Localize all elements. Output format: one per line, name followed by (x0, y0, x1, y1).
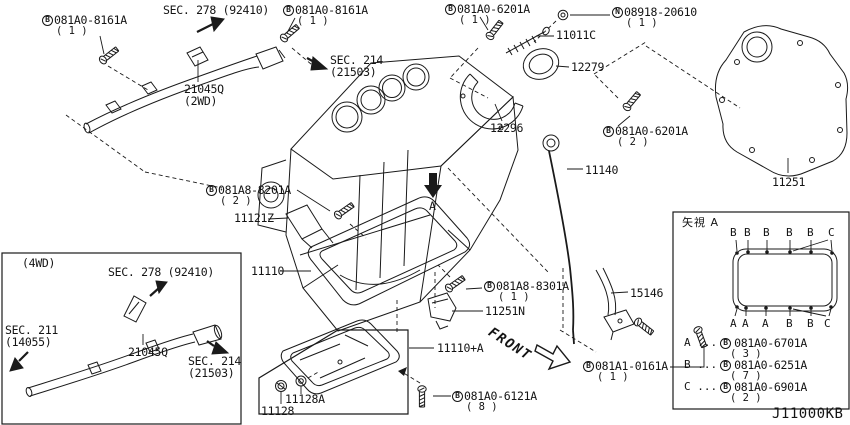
circle-b-icon: B (583, 360, 594, 372)
part-label-11011c: 11011C (556, 28, 596, 42)
sec-ref-278-4wd: SEC. 278 (92410) (108, 265, 214, 279)
circle-b-icon: B (720, 359, 732, 371)
circle-b-icon: B (206, 184, 217, 196)
sec-ref-214-4wd: SEC. 214 (21503) (188, 354, 241, 380)
water-pipe-2wd-drawing (83, 46, 286, 134)
circle-b-icon: B (603, 125, 614, 137)
inset-bolt-letter: A (742, 317, 749, 330)
part-label-11121z: 11121Z (234, 211, 274, 225)
circle-b-icon: B (452, 390, 463, 402)
box-lower-pan-frame (258, 329, 409, 415)
dipstick-drawing (542, 134, 575, 345)
dashed-leader-lines (65, 20, 741, 384)
guide-tube-drawing (595, 267, 635, 341)
drive-type-4wd-label: (4WD) (22, 256, 56, 270)
oil-pan-upper-drawing (285, 196, 471, 306)
nut-drawing (557, 9, 569, 21)
inset-bolt-letter: B (807, 226, 814, 239)
circle-n-icon: N (612, 6, 623, 18)
part-label-11128: 11128 (261, 404, 295, 418)
oil-seal-drawing (522, 48, 560, 80)
baffle-plate-drawing (427, 292, 457, 330)
inset-bolt-letter: B (786, 226, 793, 239)
circle-b-icon: B (445, 3, 456, 15)
section-arrows (9, 16, 329, 372)
part-label-11128a: 11128A (285, 392, 325, 406)
inset-bolt-letter: C (828, 226, 835, 239)
inset-view-a-box (672, 211, 850, 410)
inset-bolt-letter: C (824, 317, 831, 330)
inset-bolt-letter: B (807, 317, 814, 330)
part-label-11251n: 11251N (485, 304, 525, 318)
sec-ref-214-top: SEC. 214 (21503) (330, 53, 383, 79)
dashed-arrowhead (398, 367, 407, 376)
sec-ref-278-top: SEC. 278 (92410) (163, 3, 269, 17)
inset-bolt-letter: B (744, 226, 751, 239)
part-label-15146: 15146 (630, 286, 664, 300)
inset-letter-leaders (734, 239, 833, 317)
inset-bolt-letter: A (730, 317, 737, 330)
circle-b-icon: B (42, 14, 53, 26)
circle-b-icon: B (283, 4, 294, 16)
part-label-11110a: 11110+A (437, 341, 484, 355)
sec-ref-211-4wd: SEC. 211 (14055) (5, 323, 58, 349)
view-a-arrow-label: A (429, 199, 436, 213)
inset-view-title: 矢視 A (682, 216, 720, 229)
part-label-12296: 12296 (490, 121, 524, 135)
cylinder-block-drawing (257, 55, 519, 332)
drawing-code: J11000KB (772, 406, 844, 422)
inset-bolt-letter: A (762, 317, 769, 330)
circle-b-icon: B (720, 381, 732, 393)
box-4wd-frame (1, 252, 242, 425)
part-label-21045q-2wd: 21045Q (2WD) (184, 82, 224, 108)
rear-plate-drawing (715, 25, 849, 177)
front-arrow-icon (534, 343, 572, 371)
part-label-12279: 12279 (571, 60, 605, 74)
circle-b-icon: B (484, 280, 495, 292)
inset-bolt-dots (735, 250, 834, 310)
part-label-11140: 11140 (585, 163, 619, 177)
stud-bolt-drawing (505, 26, 550, 56)
view-a-arrow-icon (424, 173, 442, 198)
circle-b-icon: B (720, 337, 732, 349)
inset-bolt-letter: B (763, 226, 770, 239)
part-label-11110: 11110 (251, 264, 285, 278)
leader-lines (99, 14, 789, 404)
part-label-11251: 11251 (772, 175, 806, 189)
seal-retainer-drawing (459, 73, 524, 131)
inset-bolt-letter: B (786, 317, 793, 330)
water-pipe-4wd-drawing (25, 295, 223, 397)
inset-bolt-letter: B (730, 226, 737, 239)
part-label-21045q-4wd: 21045Q (128, 345, 168, 359)
